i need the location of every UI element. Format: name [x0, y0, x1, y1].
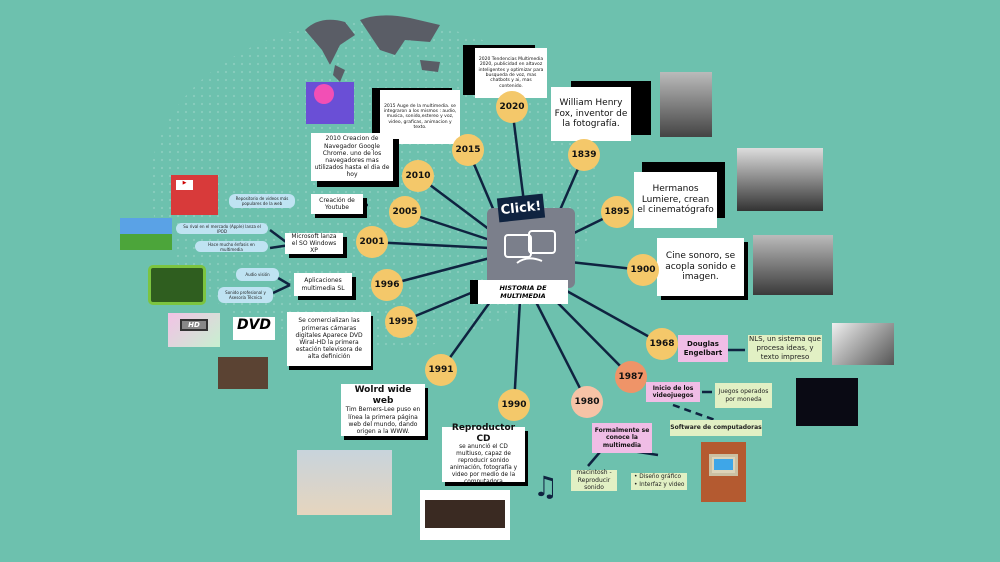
year-2020[interactable]: 2020: [496, 91, 528, 123]
hd-logo: HD: [180, 319, 208, 331]
box-2001: Microsoft lanza el SO Windows XP: [285, 233, 343, 254]
year-1990[interactable]: 1990: [498, 389, 530, 421]
pill-sonido-profesional: Sonido profesional y Asesoría Técnica: [218, 287, 273, 303]
year-1987[interactable]: 1987: [615, 361, 647, 393]
images-icon: [504, 230, 556, 264]
box-1991-title: Wolrd wide web: [354, 384, 412, 406]
tim-berners-lee-image: [297, 450, 392, 515]
box-1895: Hermanos Lumiere, crean el cinematógrafo: [634, 172, 717, 228]
william-fox-image: [660, 72, 712, 137]
camera-man-image: [218, 357, 268, 389]
box-1839: William Henry Fox, inventor de la fotogr…: [551, 87, 631, 141]
year-1839[interactable]: 1839: [568, 139, 600, 171]
coin-games-note: Juegos operados por moneda: [715, 383, 772, 408]
diseno-item: • Diseño gráfico: [634, 474, 681, 481]
pill-ipod: Su rival en el mercado (Apple) lanza el …: [176, 223, 268, 234]
year-1995[interactable]: 1995: [385, 306, 417, 338]
design-note: • Diseño gráfico • Interfaz y video: [631, 473, 687, 490]
illustration-user-touch-image: [306, 82, 354, 124]
pill-audio-vision: Audio visión: [236, 268, 279, 281]
sound-cinema-image: [753, 235, 833, 295]
box-1990-title: Reproductor CD: [451, 422, 516, 444]
box-2005: Creación de Youtube: [311, 194, 363, 214]
click-label[interactable]: Click!: [496, 193, 546, 223]
windows-xp-image: [120, 218, 172, 250]
year-1968[interactable]: 1968: [646, 328, 678, 360]
year-2010[interactable]: 2010: [402, 160, 434, 192]
center-title: HISTORIA DE MULTIMEDIA: [478, 280, 568, 304]
arcade-scores-image: [796, 378, 858, 426]
music-note-icon: ♫: [533, 470, 559, 503]
box-1991-text: Tim Berners-Lee puso en línea la primera…: [345, 406, 421, 435]
cd-player-image: [420, 490, 510, 540]
douglas-engelbart-label: Douglas Engelbart: [678, 335, 728, 362]
box-1990: Reproductor CD se anunció el CD multiuso…: [442, 423, 525, 485]
year-1895[interactable]: 1895: [601, 196, 633, 228]
lumiere-brothers-image: [737, 148, 823, 211]
dvd-logo: DVD: [233, 317, 275, 340]
formal-multimedia-label: Formalmente se conoce la multimedia: [592, 423, 652, 453]
keyboard-mouse-image: [832, 323, 894, 365]
box-2010: 2010 Creacion de Navegador Google Chrome…: [311, 133, 393, 181]
youtube-image: ▶: [171, 175, 218, 215]
year-1996[interactable]: 1996: [371, 269, 403, 301]
box-1995: Se comercializan las primeras cámaras di…: [287, 312, 371, 366]
hd-tv-image: HD: [168, 313, 220, 347]
pill-youtube: Repositorio de videos más populares de l…: [229, 194, 295, 208]
macintosh-note: macintosh -Reproducir sonido: [571, 469, 617, 491]
box-1900: Cine sonoro, se acopla sonido e imagen.: [657, 238, 744, 296]
box-1996: Aplicaciones multimedia SL: [294, 273, 352, 296]
pill-multimedia: Hace mucho énfasis en multimedia: [195, 241, 268, 252]
box-2015: 2015 Auge de la multimedia. se integraro…: [380, 90, 460, 144]
nls-note: NLS, un sistema que procesa ideas, y tex…: [748, 335, 822, 362]
macintosh-image: [701, 442, 746, 502]
box-1991: Wolrd wide web Tim Berners-Lee puso en l…: [341, 384, 425, 436]
year-1991[interactable]: 1991: [425, 354, 457, 386]
software-note: Software de computadoras: [670, 420, 762, 436]
year-1900[interactable]: 1900: [627, 254, 659, 286]
box-2020: 2020 Tendencias Multimedia 2020, publici…: [475, 48, 547, 98]
interfaz-item: • Interfaz y video: [634, 481, 685, 488]
world-map-image: [305, 15, 440, 82]
apps-image: [148, 265, 206, 305]
year-1980[interactable]: 1980: [571, 386, 603, 418]
videojuegos-label: Inicio de los videojuegos: [646, 382, 700, 402]
box-1990-text: se anunció el CD multiuso, capaz de repr…: [449, 444, 518, 486]
year-2015[interactable]: 2015: [452, 134, 484, 166]
year-2001[interactable]: 2001: [356, 226, 388, 258]
youtube-logo: ▶: [176, 180, 193, 190]
year-2005[interactable]: 2005: [389, 196, 421, 228]
